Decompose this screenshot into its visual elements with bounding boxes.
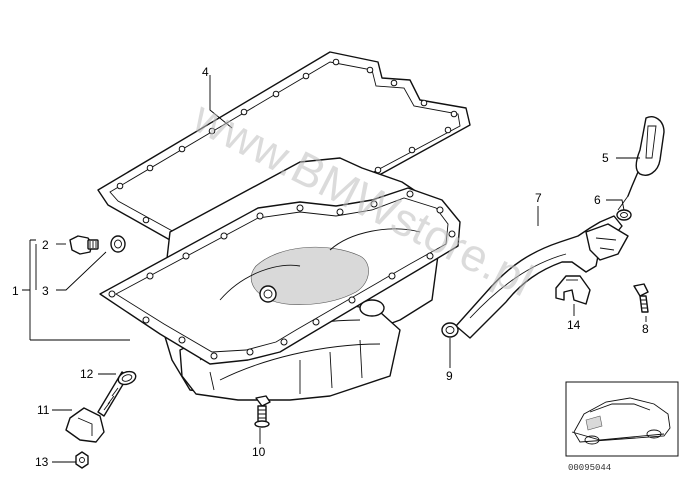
callout-11: 11	[37, 403, 50, 417]
callout-4: 4	[202, 65, 209, 79]
callout-numbers: 1 2 3 4 5 6 7 8 9 10 11 12 13 14	[12, 65, 649, 469]
o-ring-part-12	[117, 370, 137, 386]
leader-lines	[22, 75, 647, 463]
clip-part-14	[555, 275, 591, 305]
callout-6: 6	[594, 193, 601, 207]
callout-12: 12	[80, 367, 94, 381]
callout-5: 5	[602, 151, 609, 165]
seal-ring-part-3	[110, 235, 126, 253]
callout-2: 2	[42, 238, 49, 252]
callout-13: 13	[35, 455, 49, 469]
vehicle-inset-thumbnail	[565, 381, 679, 457]
reference-number: 00095044	[568, 463, 611, 473]
callout-3: 3	[42, 284, 49, 298]
oil-pan-body	[99, 157, 461, 401]
bolt-part-8	[633, 283, 649, 313]
drain-plug-part-2	[69, 235, 99, 255]
dipstick-part-5	[617, 116, 665, 211]
callout-14: 14	[567, 318, 581, 332]
bolt-part-10	[254, 395, 271, 428]
seal-ring-part-9	[441, 322, 459, 338]
callout-9: 9	[446, 369, 453, 383]
nut-part-13	[75, 451, 89, 469]
callout-7: 7	[535, 191, 542, 205]
callout-8: 8	[642, 322, 649, 336]
guide-tube-part-7	[455, 215, 629, 339]
callout-1: 1	[12, 284, 19, 298]
o-ring-part-6	[616, 209, 632, 221]
callout-10: 10	[252, 445, 266, 459]
